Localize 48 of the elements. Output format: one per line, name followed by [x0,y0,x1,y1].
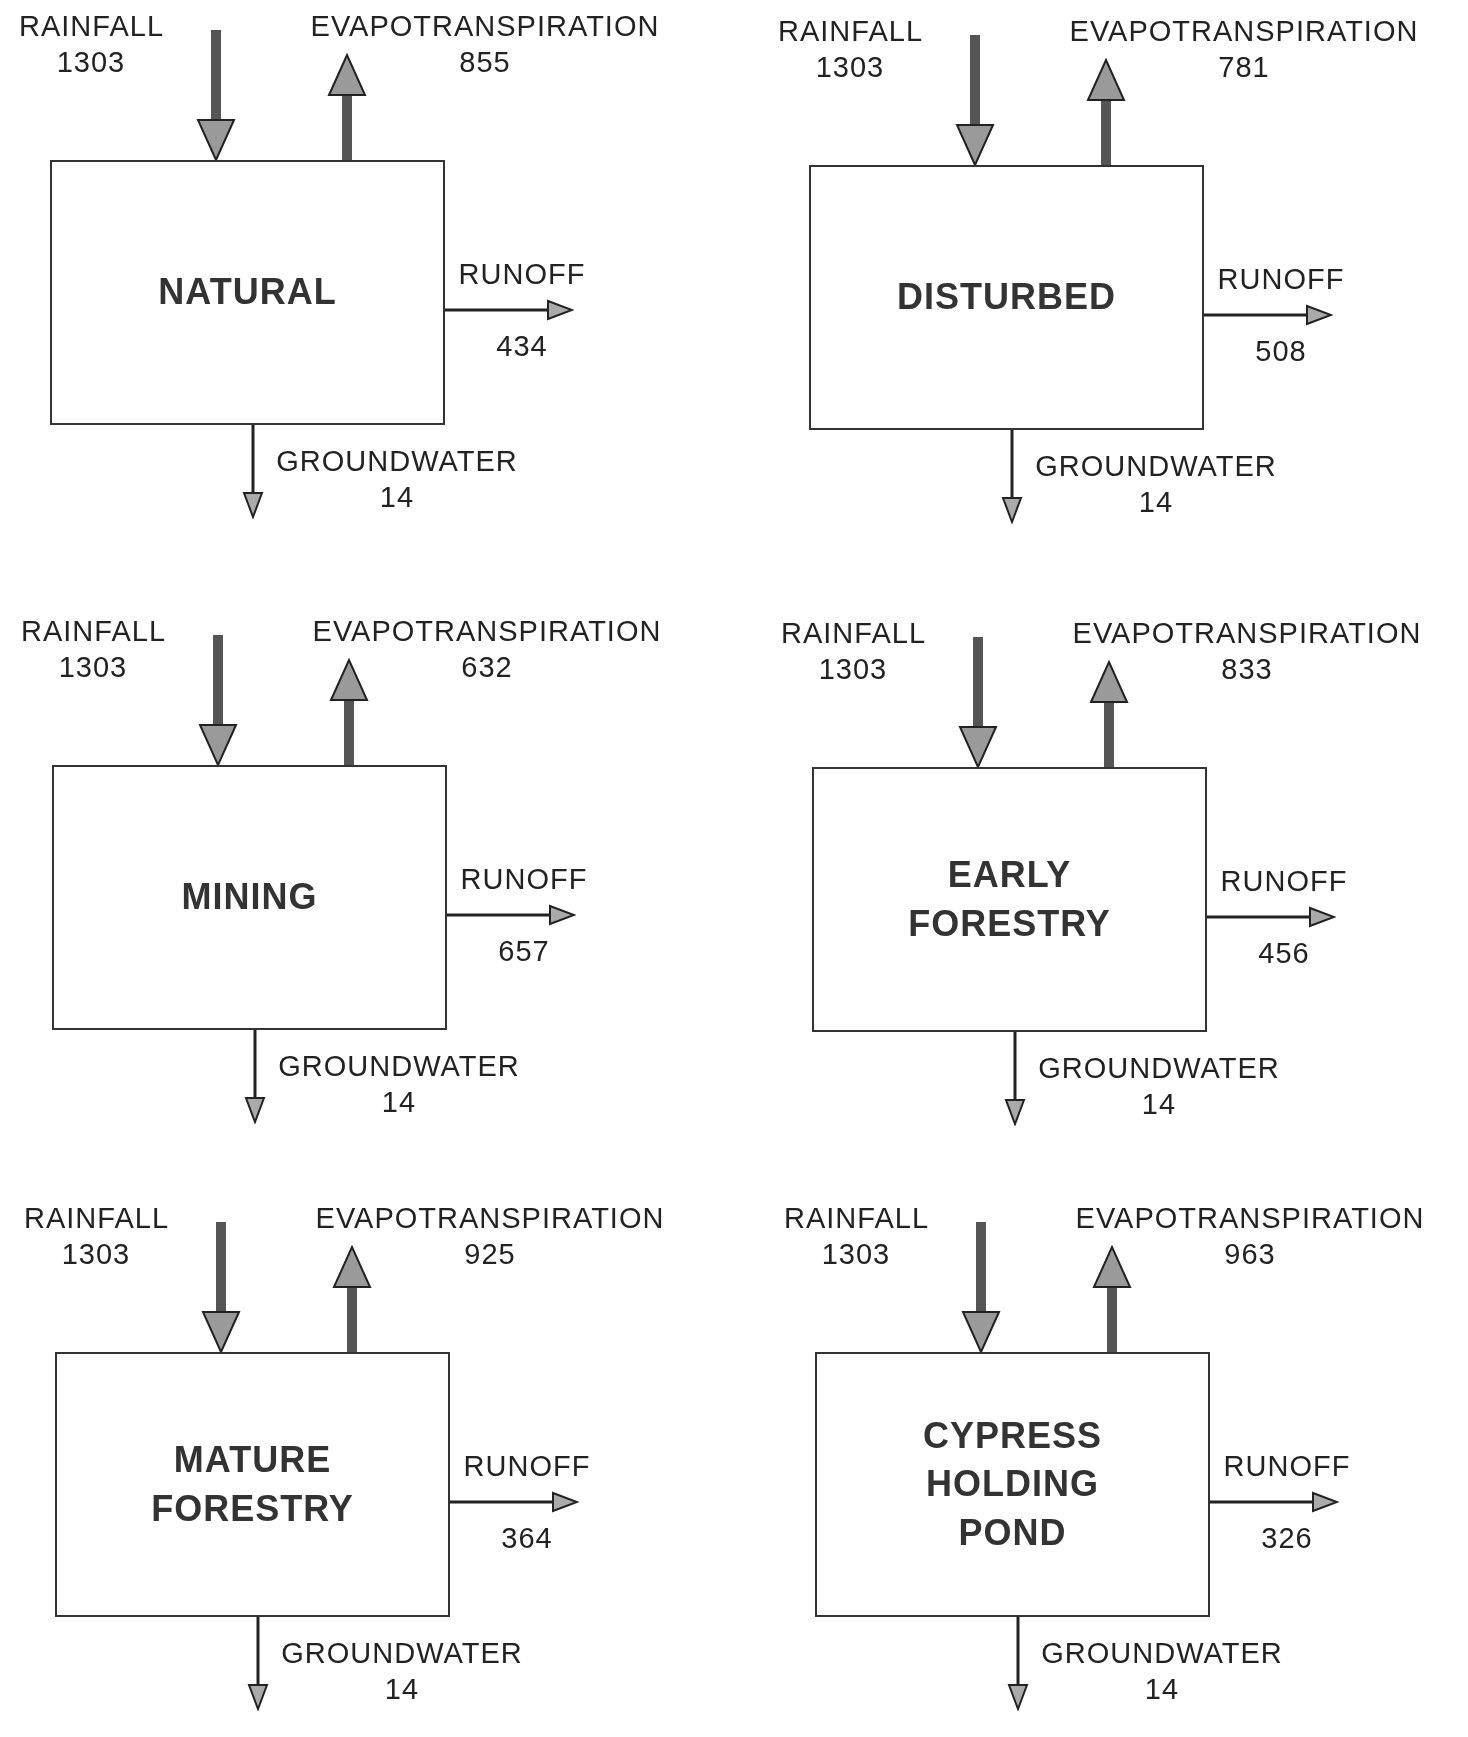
process-box [52,765,447,1030]
arrow [959,637,997,768]
box-title: MATURE FORESTRY [150,1437,355,1531]
arrow [1093,1246,1131,1352]
box-title: DISTURBED [897,275,1116,320]
arrow [1008,1617,1028,1710]
flow-label: RUNOFF 364 [462,1449,592,1556]
arrow [243,425,263,518]
box-title: CYPRESS HOLDING POND [921,1413,1104,1555]
flow-label: RUNOFF 326 [1222,1449,1352,1556]
process-box [809,165,1204,430]
flow-label: EVAPOTRANSPIRATION 963 [1074,1201,1426,1272]
arrow [447,905,575,925]
arrow [1210,1492,1338,1512]
flow-label: RUNOFF 456 [1219,864,1349,971]
arrow [199,635,237,766]
arrow [197,30,235,161]
arrow [1087,59,1125,165]
arrow [1207,907,1335,927]
arrow [333,1246,371,1352]
process-box [815,1352,1210,1617]
process-box [55,1352,450,1617]
arrow [245,1030,265,1123]
flow-label: EVAPOTRANSPIRATION 925 [314,1201,666,1272]
flow-label: RUNOFF 657 [459,862,589,969]
arrow [202,1222,240,1353]
process-box [50,160,445,425]
arrow [1204,305,1332,325]
arrow [330,659,368,765]
arrow [248,1617,268,1710]
flow-label: RUNOFF 508 [1216,262,1346,369]
box-title: MINING [181,875,318,920]
arrow [1090,661,1128,767]
box-title: NATURAL [158,270,337,315]
arrow [450,1492,578,1512]
flow-label: EVAPOTRANSPIRATION 833 [1071,616,1423,687]
flow-label: EVAPOTRANSPIRATION 632 [311,614,663,685]
box-title: EARLY FORESTRY [907,852,1112,946]
arrow [962,1222,1000,1353]
arrow [1002,430,1022,523]
arrow [1005,1032,1025,1125]
arrow [445,300,573,320]
process-box [812,767,1207,1032]
flow-label: EVAPOTRANSPIRATION 855 [309,9,661,80]
flow-label: EVAPOTRANSPIRATION 781 [1068,14,1420,85]
arrow [956,35,994,166]
arrow [328,54,366,160]
flow-label: RUNOFF 434 [457,257,587,364]
